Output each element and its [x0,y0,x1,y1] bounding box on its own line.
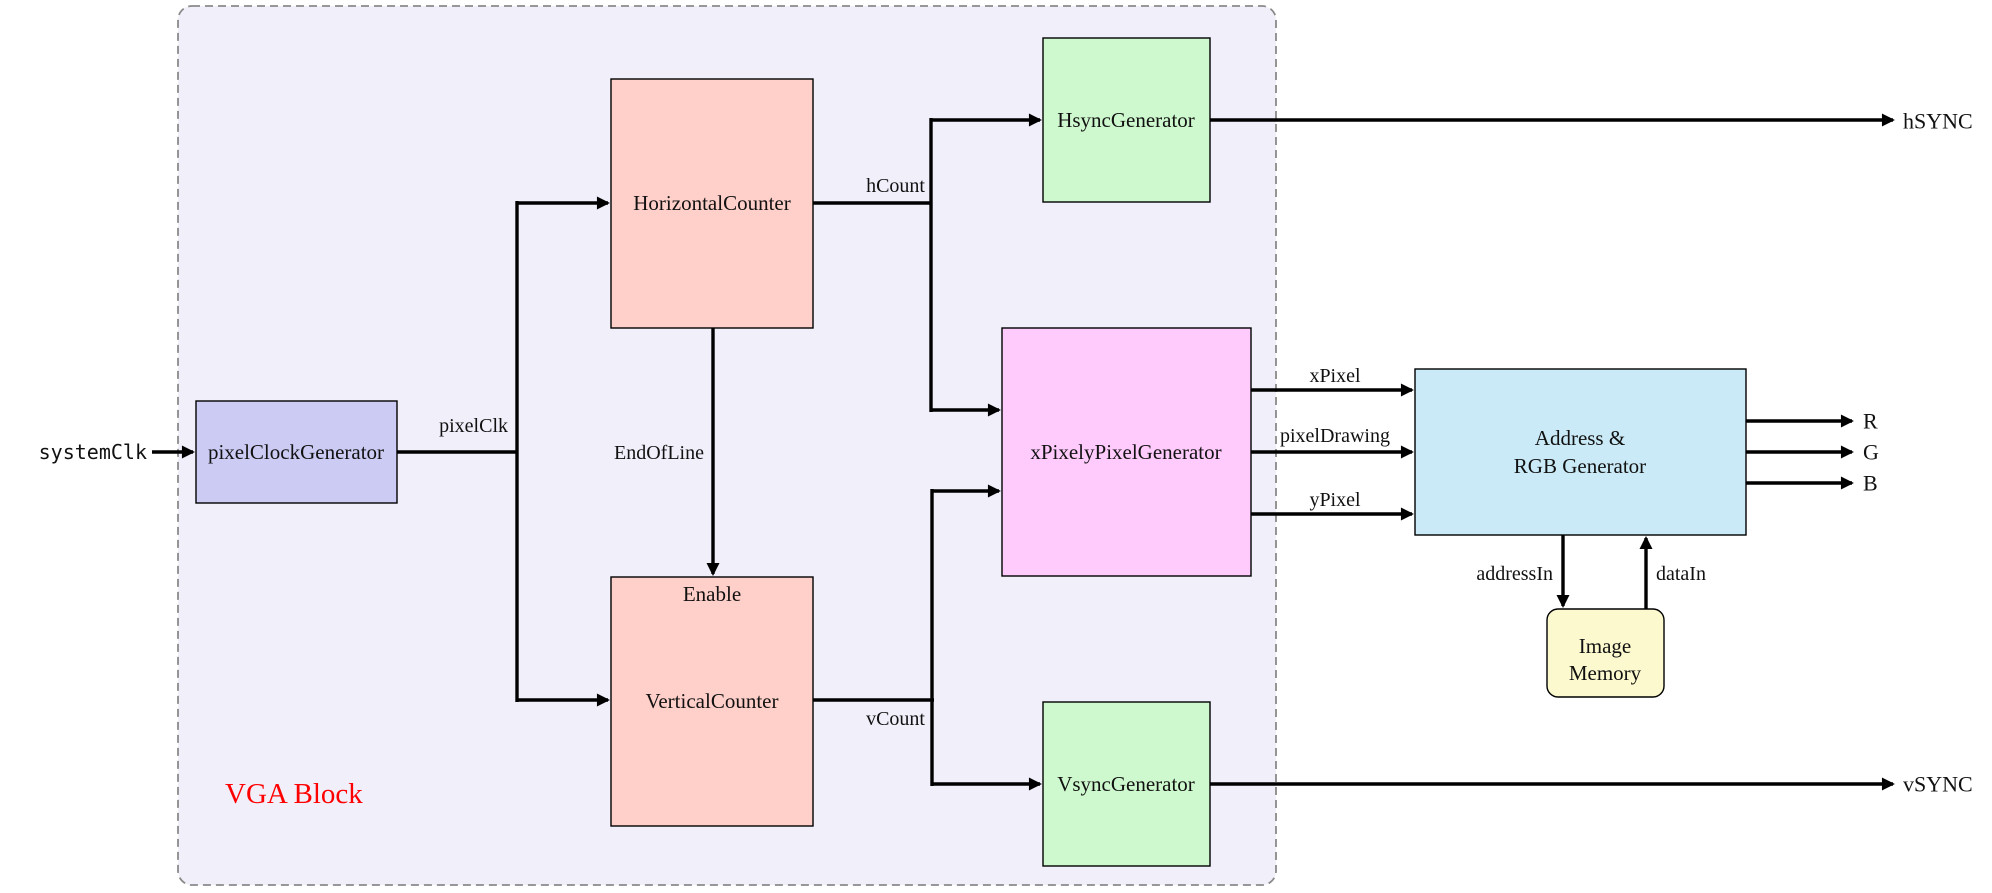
xpixel-label: xPixel [1309,365,1361,387]
vsync-generator-box [1042,701,1211,867]
vga-block-container: VGA Block [177,5,1277,886]
wire-labels: systemClk pixelClk EndOfLine hCount vCou… [39,109,1973,797]
image-memory-block: Image Memory [1546,608,1665,698]
hsync-generator-box [1042,37,1211,203]
ypixel-label: yPixel [1309,489,1361,511]
pixel-clock-generator-label: pixelClockGenerator [208,440,384,464]
vsync-label: vSYNC [1903,772,1973,797]
vsync-generator-block: VsyncGenerator [1042,701,1211,867]
hcount-label: hCount [866,175,925,197]
x-pixel-y-pixel-generator-box [1001,327,1252,577]
pixel-clock-generator-box [195,400,398,504]
endofline-label: EndOfLine [614,442,704,464]
horizontal-counter-box [610,78,814,329]
systemclk-label: systemClk [39,440,147,464]
vertical-counter-label: VerticalCounter [646,689,779,713]
wires [152,113,1895,791]
address-rgb-generator-block: Address & RGB Generator [1414,368,1747,536]
blue-label: B [1863,471,1878,496]
address-rgb-generator-label-line2: RGB Generator [1514,454,1646,478]
horizontal-counter-label: HorizontalCounter [633,191,790,215]
x-pixel-y-pixel-generator-label: xPixelyPixelGenerator [1030,440,1221,464]
vga-block-label: VGA Block [225,778,363,810]
red-label: R [1863,409,1878,434]
vga-block-boundary [177,5,1277,886]
green-label: G [1863,440,1879,465]
pixeldrawing-label: pixelDrawing [1280,425,1390,447]
vertical-counter-block: Enable VerticalCounter [610,576,814,827]
horizontal-counter-block: HorizontalCounter [610,78,814,329]
hsync-generator-label: HsyncGenerator [1057,108,1195,132]
x-pixel-y-pixel-generator-block: xPixelyPixelGenerator [1001,327,1252,577]
address-rgb-generator-label-line1: Address & [1535,426,1625,450]
datain-label: dataIn [1656,563,1706,585]
vertical-counter-enable-port-label: Enable [683,582,741,606]
address-rgb-generator-box [1414,368,1747,536]
hsync-generator-block: HsyncGenerator [1042,37,1211,203]
addressin-label: addressIn [1476,563,1553,585]
hsync-label: hSYNC [1903,109,1973,134]
pixel-clock-generator-block: pixelClockGenerator [195,400,398,504]
vertical-counter-box [610,576,814,827]
pixelclk-label: pixelClk [439,415,508,437]
image-memory-box [1546,608,1665,698]
image-memory-label-line1: Image [1579,634,1631,658]
vsync-generator-label: VsyncGenerator [1057,772,1195,796]
blocks: pixelClockGenerator HorizontalCounter En… [195,37,1747,867]
image-memory-label-line2: Memory [1569,661,1642,685]
vcount-label: vCount [866,708,925,730]
